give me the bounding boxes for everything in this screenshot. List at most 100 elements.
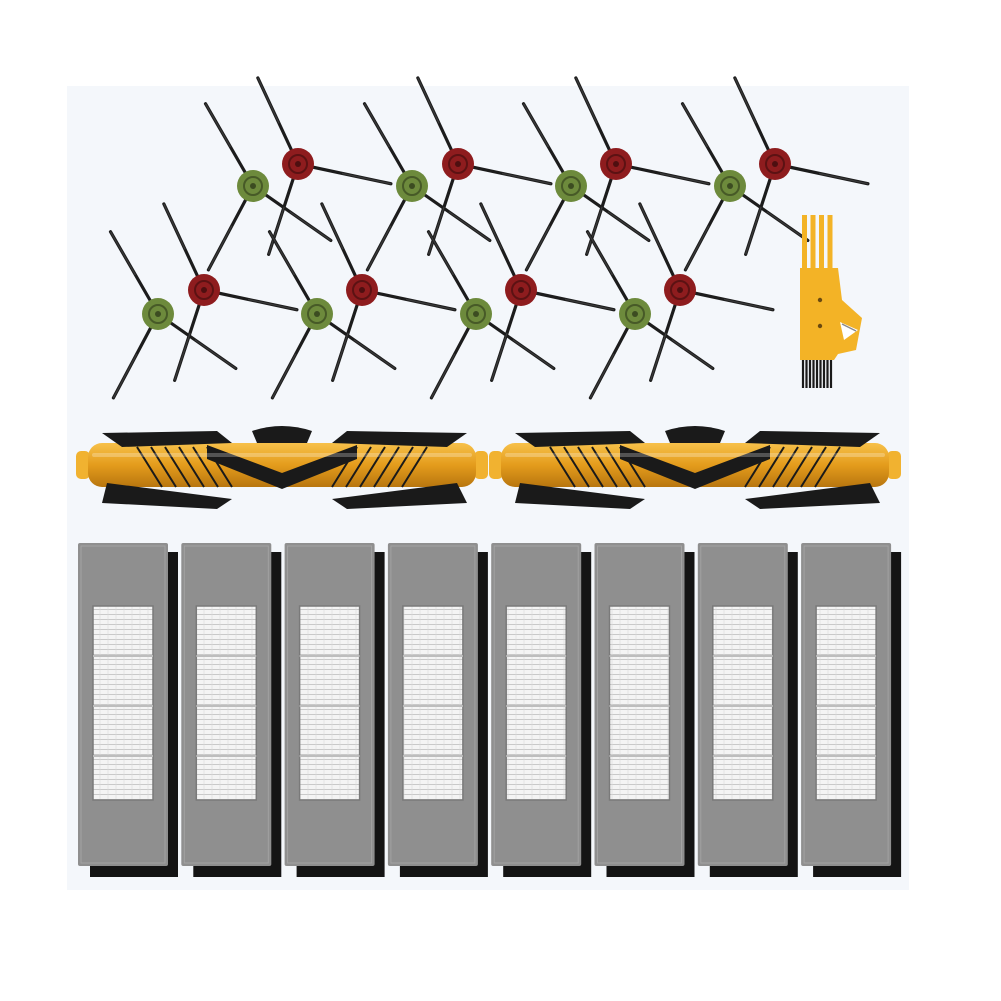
hepa-filter	[181, 543, 282, 877]
brush-bristles	[745, 206, 762, 255]
side-brush-group	[108, 76, 870, 400]
filter-frame-edge	[287, 545, 373, 864]
hub-center	[632, 311, 638, 317]
brush-bristles	[430, 353, 456, 399]
roller-blade	[102, 431, 232, 447]
side-brush	[680, 102, 810, 272]
side-brush	[521, 102, 651, 272]
brush-hub	[600, 148, 632, 180]
filter-frame-edge	[183, 545, 269, 864]
roller-bristle-tuft	[665, 426, 725, 443]
filter-frame-edge	[803, 545, 889, 864]
hub-ring	[288, 154, 308, 174]
brush-bristles	[428, 206, 445, 255]
roller-end-cap	[887, 451, 901, 479]
brush-bristles	[109, 231, 137, 276]
roller-core	[501, 443, 889, 487]
brush-hub	[619, 298, 651, 330]
brush-bristles	[257, 77, 280, 124]
roller-bristle-strip	[620, 445, 770, 489]
hub-ring	[466, 304, 486, 324]
filter-frame-edge	[700, 545, 786, 864]
hub-ring	[511, 280, 531, 300]
brush-bristles	[268, 231, 296, 276]
hub-ring	[670, 280, 690, 300]
hub-center	[314, 311, 320, 317]
hub-ring	[765, 154, 785, 174]
brush-bristles	[207, 225, 233, 271]
roller-spiral-bristle	[331, 446, 358, 488]
filter-media	[196, 606, 257, 800]
roller-highlight	[92, 453, 472, 457]
filter-media-border	[298, 605, 361, 801]
roller-spiral-bristle	[577, 446, 604, 488]
brush-bristles	[671, 339, 714, 369]
side-brush	[203, 102, 333, 272]
hepa-filter	[697, 543, 798, 877]
roller-blade	[102, 483, 232, 509]
brush-bristles	[575, 77, 598, 124]
brush-hub	[301, 298, 333, 330]
hub-ring	[402, 176, 422, 196]
filter-media	[816, 606, 877, 800]
brush-bristles	[271, 353, 297, 399]
roller-spiral-bristle	[359, 446, 386, 488]
hub-center	[359, 287, 365, 293]
hub-center	[155, 311, 161, 317]
side-brush	[362, 102, 492, 272]
tool-comb-tooth	[827, 215, 833, 273]
tool-rivet	[817, 297, 823, 303]
brush-hub	[346, 274, 378, 306]
hub-center	[455, 161, 461, 167]
filter-media-border	[815, 605, 877, 801]
roller-spiral-bristle	[744, 446, 771, 488]
hepa-filter	[284, 543, 385, 877]
hub-ring	[448, 154, 468, 174]
side-brush	[585, 230, 715, 400]
brush-hub	[396, 170, 428, 202]
brush-bristles	[204, 103, 232, 148]
hub-ring	[352, 280, 372, 300]
roller-blade	[332, 483, 467, 509]
roller-spiral-bristle	[591, 446, 618, 488]
tool-rivet	[817, 323, 823, 329]
side-brush	[162, 202, 299, 382]
roller-end-cap	[474, 451, 488, 479]
cleaning-tool	[800, 215, 862, 388]
hub-center	[409, 183, 415, 189]
brush-bristles	[448, 211, 491, 241]
brush-hub	[142, 298, 174, 330]
side-brush	[320, 202, 457, 382]
brush-hub	[664, 274, 696, 306]
brush-bristles	[491, 332, 508, 381]
roller-spiral-bristle	[786, 446, 813, 488]
brush-bristles	[522, 103, 550, 148]
brush-bristles	[818, 172, 869, 185]
brush-bristles	[247, 298, 298, 311]
brush-bristles	[417, 77, 440, 124]
filter-media-border	[505, 605, 567, 801]
side-brush	[416, 76, 553, 256]
brush-bristles	[194, 339, 237, 369]
brush-bristles	[639, 203, 662, 250]
roller-spiral-bristle	[758, 446, 785, 488]
roller-spiral-bristle	[549, 446, 576, 488]
filter-media-border	[92, 605, 154, 801]
tool-comb-tooth	[819, 215, 824, 273]
roller-bristle-tuft	[252, 426, 312, 443]
brush-bristles	[341, 172, 392, 185]
hub-ring	[561, 176, 581, 196]
hub-center	[201, 287, 207, 293]
hub-center	[727, 183, 733, 189]
hub-center	[772, 161, 778, 167]
filter-media	[506, 606, 567, 800]
hub-center	[518, 287, 524, 293]
brush-bristles	[112, 353, 138, 399]
filter-media-border	[608, 605, 671, 801]
brush-bristles	[734, 77, 757, 124]
roller-spiral-bristle	[814, 446, 841, 488]
brush-bristles	[589, 353, 615, 399]
roller-spiral-bristle	[373, 446, 400, 488]
brush-bristles	[723, 298, 774, 311]
